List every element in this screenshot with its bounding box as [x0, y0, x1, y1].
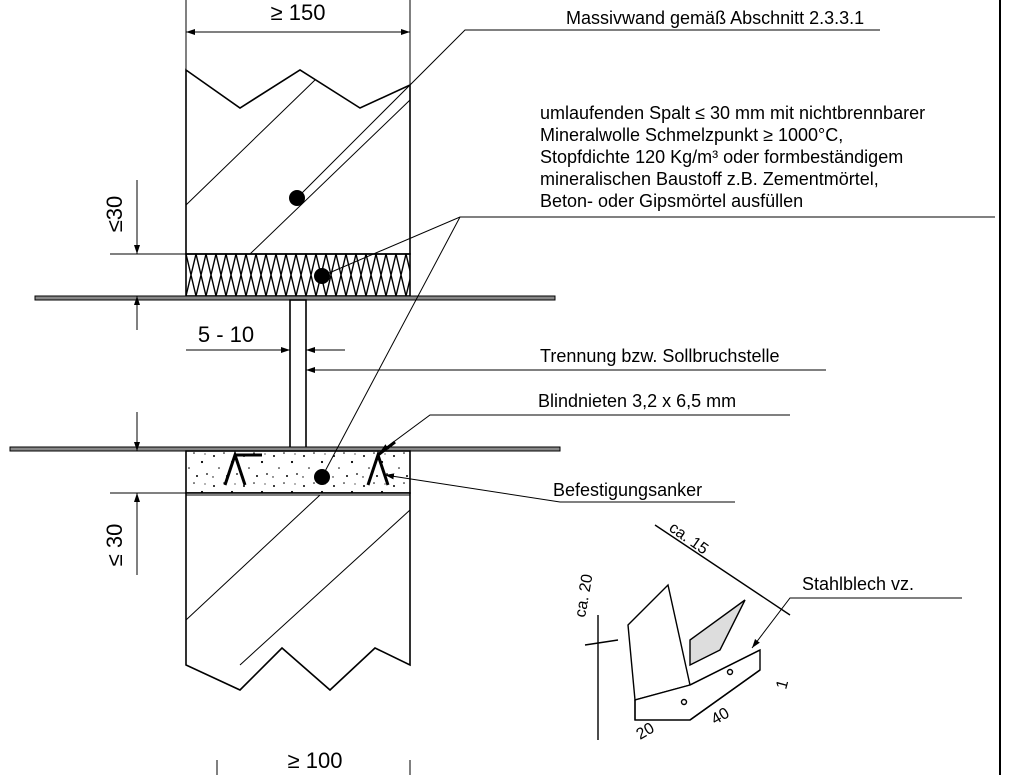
- leader-blindnieten: [379, 414, 790, 453]
- label-stahlblech: Stahlblech vz.: [802, 574, 914, 594]
- dim-top-width: ≥ 150: [271, 0, 326, 25]
- spalt-line-3: Stopfdichte 120 Kg/m³ oder formbeständig…: [540, 147, 903, 167]
- dim-anchor-height: ca. 20: [572, 573, 596, 619]
- upper-flange: [34, 295, 556, 301]
- dim-gap-top: ≤30: [102, 196, 127, 233]
- dim-anchor-base-b: 40: [709, 705, 733, 729]
- label-blindnieten: Blindnieten 3,2 x 6,5 mm: [538, 391, 736, 411]
- dim-gap-bottom: ≤ 30: [102, 524, 127, 567]
- label-trennung: Trennung bzw. Sollbruchstelle: [540, 346, 779, 366]
- lower-wall: [185, 492, 411, 692]
- leader-spalt-2: [321, 216, 461, 478]
- upper-wall: [185, 68, 411, 255]
- label-massivwand: Massivwand gemäß Abschnitt 2.3.3.1: [566, 8, 864, 28]
- spalt-line-2: Mineralwolle Schmelzpunkt ≥ 1000°C,: [540, 125, 843, 145]
- dim-anchor-base-a: 20: [634, 720, 658, 744]
- leader-massivwand: [296, 29, 880, 199]
- spalt-line-5: Beton- oder Gipsmörtel ausfüllen: [540, 191, 803, 211]
- mineral-wool: [185, 253, 411, 297]
- dim-pipe-gap: 5 - 10: [198, 322, 254, 347]
- dim-anchor-len: ca. 15: [666, 519, 712, 558]
- label-befestigung: Befestigungsanker: [553, 480, 702, 500]
- anchor-left: [223, 450, 262, 486]
- spalt-line-4: mineralischen Baustoff z.B. Zementmörtel…: [540, 169, 879, 189]
- pipe: [289, 299, 307, 449]
- dim-sheet-thickness: 1: [773, 678, 792, 691]
- label-spalt: umlaufenden Spalt ≤ 30 mm mit nichtbrenn…: [540, 103, 925, 211]
- leader-stahlblech: [751, 597, 962, 649]
- dim-bottom-width: ≥ 100: [288, 748, 343, 773]
- anchor-detail: [584, 524, 791, 740]
- lower-flange: [9, 446, 561, 452]
- leader-spalt: [321, 216, 995, 277]
- leader-befestigung: [384, 473, 735, 503]
- spalt-line-1: umlaufenden Spalt ≤ 30 mm mit nichtbrenn…: [540, 103, 925, 123]
